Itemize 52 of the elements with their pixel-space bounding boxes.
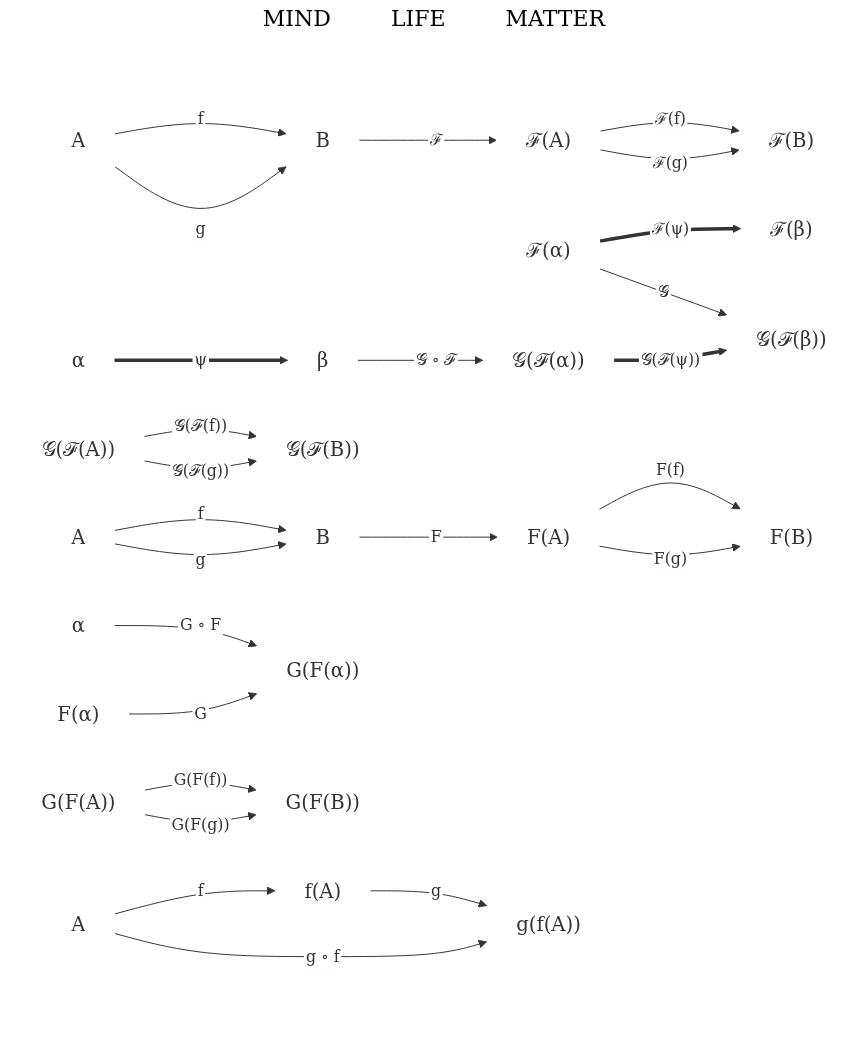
node-text: β <box>317 348 329 373</box>
edge-label: g ∘ f <box>305 947 340 966</box>
edge-label: g <box>195 219 206 238</box>
node-text: α <box>71 348 86 373</box>
node-text: α <box>71 614 86 638</box>
node-text: G(F(A)) <box>41 790 116 815</box>
edge-label: ℱ(ψ) <box>651 219 690 238</box>
edge-label: F(f) <box>655 460 685 480</box>
node-text: A <box>71 912 86 936</box>
section-label: LIFE <box>390 6 446 31</box>
edge-label: G ∘ F <box>179 616 222 635</box>
edge-label: 𝒢(ℱ(f)) <box>174 416 228 436</box>
node-text: g(f(A)) <box>516 912 581 936</box>
edge-label: ℱ <box>429 130 443 150</box>
section-label: MIND <box>262 6 331 31</box>
edge-label: g <box>431 881 442 901</box>
node-text: B <box>315 128 330 153</box>
edge-label: f <box>197 109 204 128</box>
node-text: G(F(α)) <box>286 658 360 682</box>
edge-label: f <box>197 881 204 901</box>
node-text: ℱ(β) <box>770 217 813 241</box>
edge-label: 𝒢 <box>658 282 669 302</box>
edge-label: ℱ(f) <box>655 109 686 128</box>
edge-label: F(g) <box>653 549 688 568</box>
node-text: G(F(B)) <box>285 790 360 815</box>
node-text: 𝒢(ℱ(α)) <box>512 348 585 373</box>
node-text: 𝒢(ℱ(β)) <box>756 327 827 351</box>
edge-label: ψ <box>194 350 207 370</box>
edge-label: G(F(f)) <box>173 770 228 789</box>
edge-label: f <box>197 505 204 524</box>
node-text: F(B) <box>769 525 814 550</box>
node-text: F(A) <box>526 525 571 550</box>
arrow <box>114 356 288 365</box>
node-text: ℱ(α) <box>526 238 571 263</box>
node-text: F(α) <box>57 702 100 727</box>
node-text: A <box>71 128 86 153</box>
node-text: ℱ(A) <box>525 128 572 153</box>
edge-label: 𝒢(ℱ(ψ)) <box>640 350 701 370</box>
edge-label: F <box>430 527 442 547</box>
edge-label: g <box>195 550 206 569</box>
node-text: ℱ(B) <box>768 128 815 153</box>
node-text: 𝒢(ℱ(B)) <box>285 437 360 461</box>
section-label: MATTER <box>505 6 606 31</box>
node-text: A <box>71 525 86 550</box>
edge-label: 𝒢 ∘ ℱ <box>415 350 457 370</box>
node-text: 𝒢(ℱ(A)) <box>41 437 116 461</box>
edge-label: 𝒢(ℱ(g)) <box>171 461 230 481</box>
edge-label: G <box>194 704 207 724</box>
node-text: f(A) <box>304 879 342 903</box>
node-text: B <box>315 525 330 550</box>
edge-label: ℱ(g) <box>652 153 688 173</box>
edge-label: G(F(g)) <box>171 815 230 835</box>
